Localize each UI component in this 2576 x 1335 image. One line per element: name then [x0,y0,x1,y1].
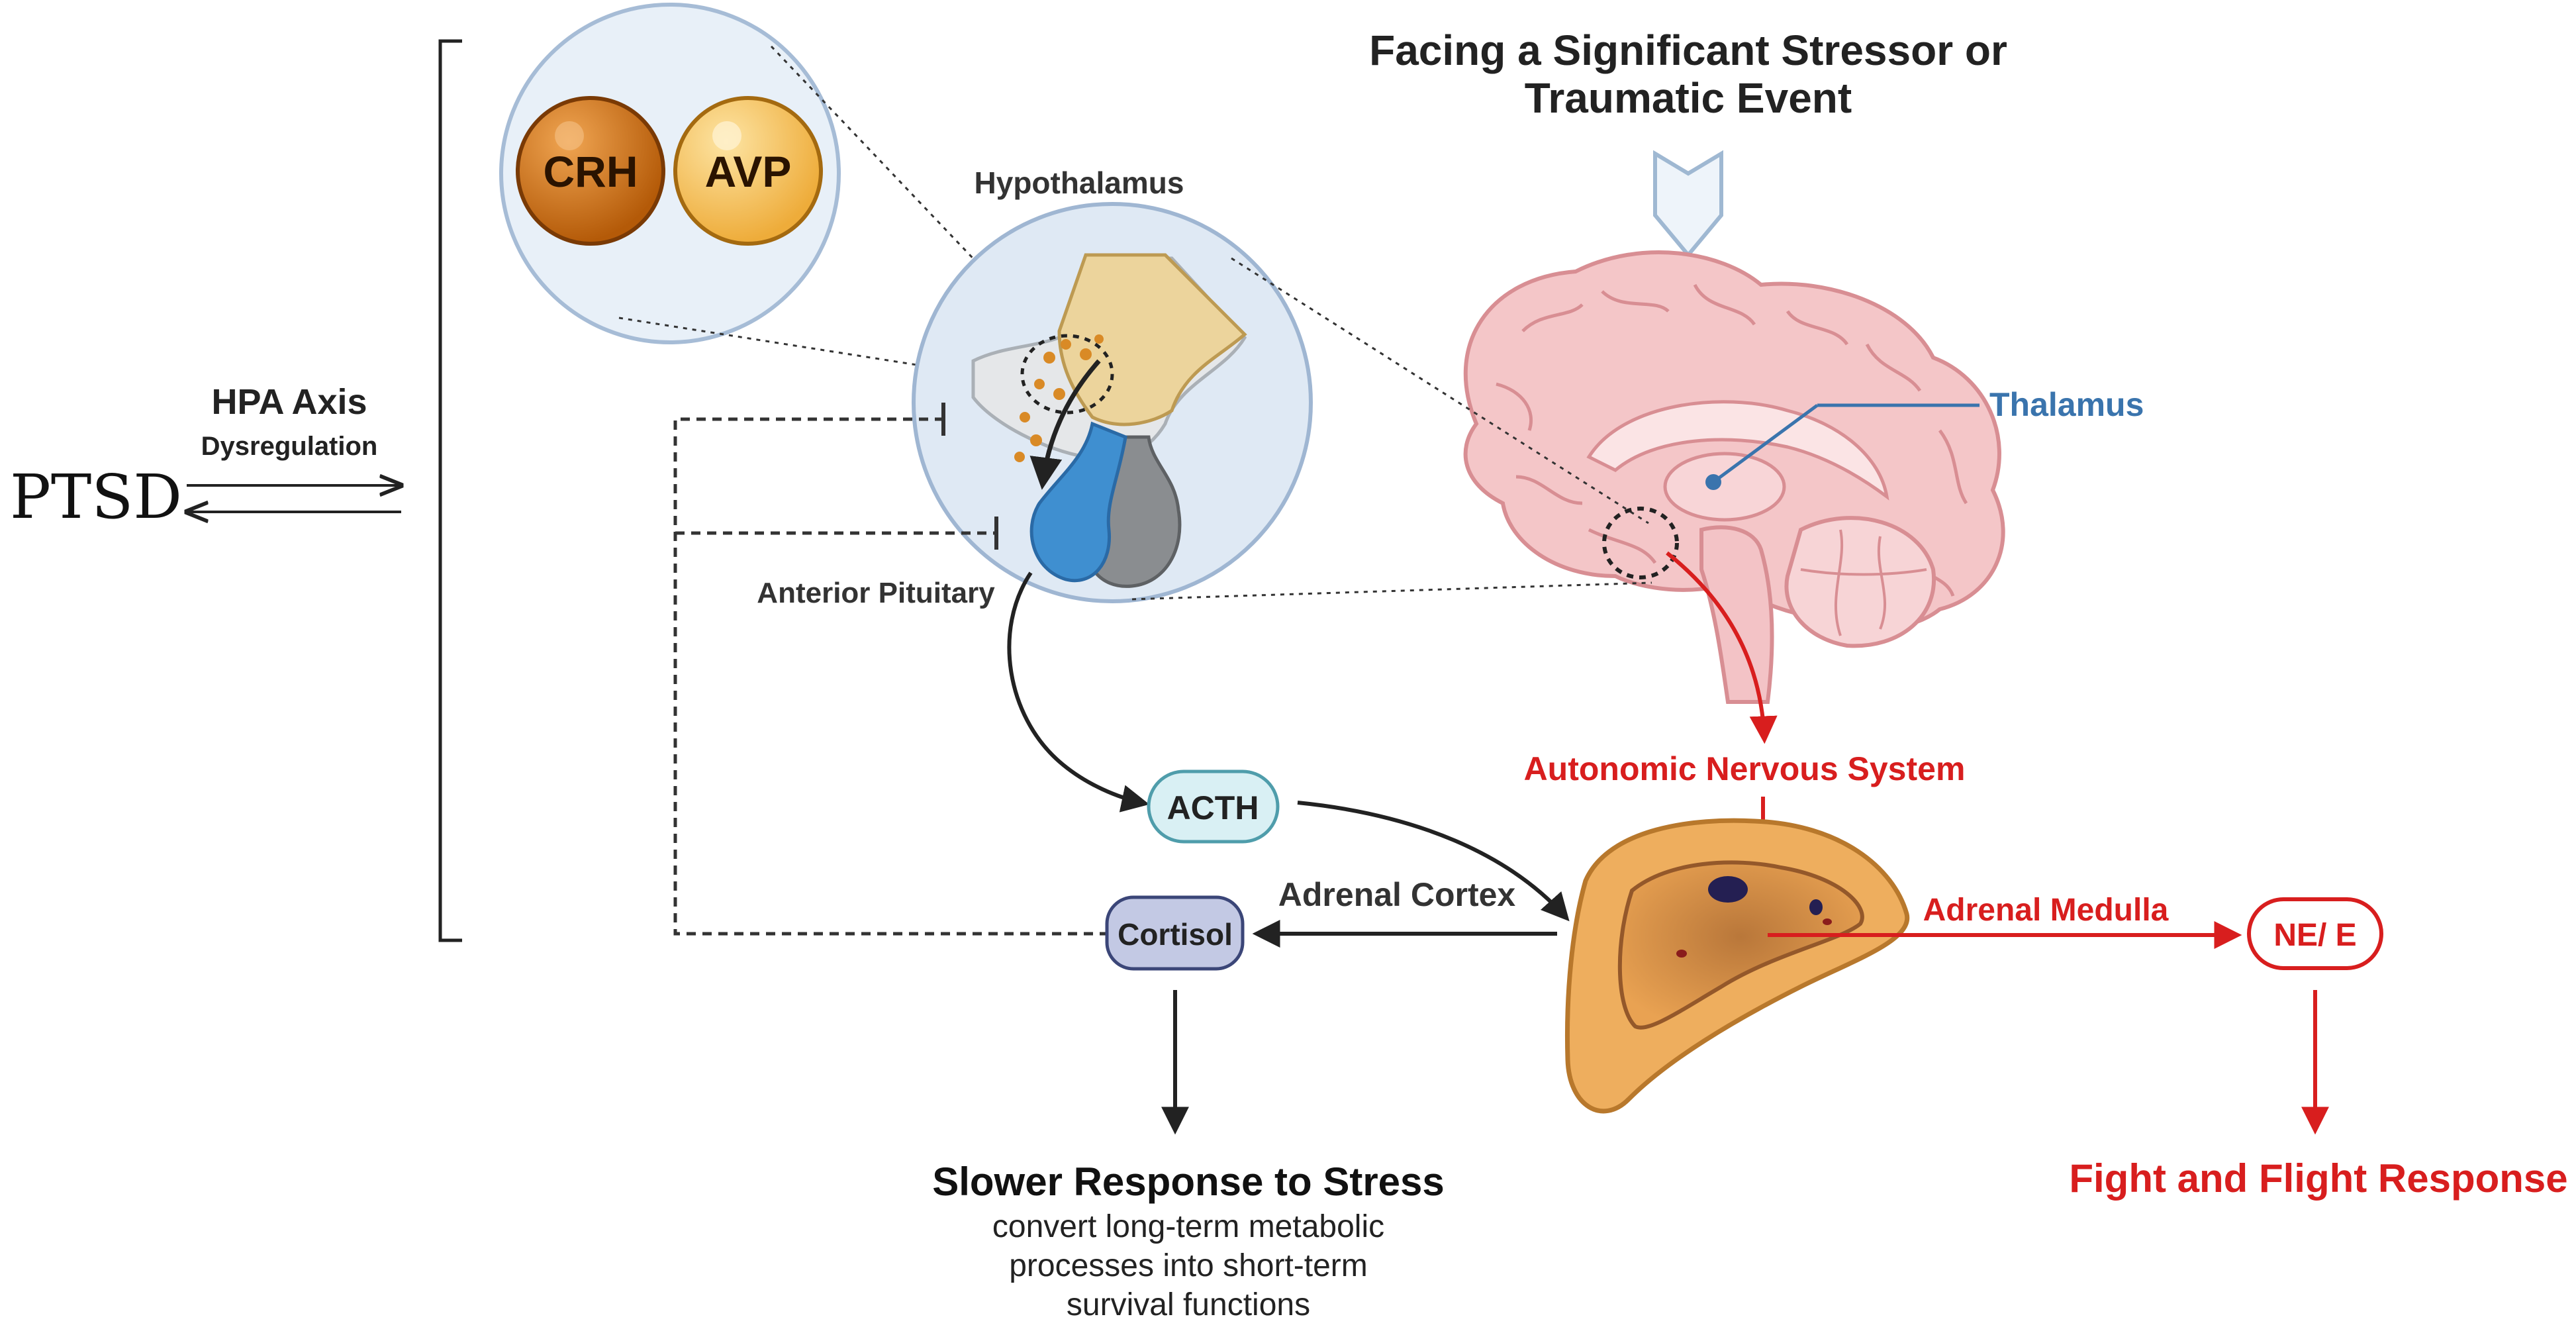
ne-e-label: NE/ E [2273,918,2356,953]
brain-zoom-guide-top [1231,257,1649,524]
medullary-vein-red [1676,950,1687,958]
medullary-vein-red-2 [1823,918,1832,925]
hormone-zoom-circle [499,3,841,344]
hpa-axis-label: HPA Axis [211,382,367,422]
thalamus-pointer-line [1712,403,1819,484]
title-line-1: Facing a Significant Stressor or [1369,26,2007,74]
anterior-pituitary-lobe [1029,421,1127,583]
brain-illustration [1463,250,2005,704]
slower-response-title: Slower Response to Stress [932,1160,1445,1204]
hypothalamus-nuclei [1057,253,1247,426]
adrenal-medulla-shape [1617,860,1864,1030]
slower-response-line-1: convert long-term metabolic [992,1209,1384,1244]
avp-molecule-highlight [712,121,741,150]
autonomic-nervous-system-label: Autonomic Nervous System [1524,750,1966,787]
avp-label: AVP [705,147,792,196]
crh-label: CRH [544,147,638,196]
feedback-dashed-main [673,417,1109,936]
thalamus-label: Thalamus [1989,386,2144,423]
adrenal-medulla-label: Adrenal Medulla [1923,893,2169,928]
fight-flight-title: Fight and Flight Response [2069,1156,2567,1201]
thalamus-region [1663,452,1786,522]
title-line-2: Traumatic Event [1525,74,1852,122]
hypothalamus-label: Hypothalamus [975,166,1184,200]
down-chevron-icon [1653,150,1723,258]
crh-molecule-highlight [555,121,584,150]
slower-response-line-2: processes into short-term [1009,1248,1368,1283]
dysregulation-label: Dysregulation [201,432,378,461]
brainstem [1699,525,1774,704]
pituitary-to-acth-arrow [1007,571,1150,813]
cortisol-label: Cortisol [1118,917,1233,952]
adrenal-gland [1564,818,1910,1114]
medullary-vein-large [1708,876,1748,903]
crh-molecule [516,96,665,246]
hormone-granules [1014,334,1104,476]
acth-box [1147,769,1280,844]
hpa-bracket [438,39,462,942]
cortisol-box [1105,895,1245,971]
anterior-pituitary-label: Anterior Pituitary [757,577,995,609]
brain-hypothalamus-highlight [1602,507,1679,579]
brain-zoom-guide-bottom [1131,581,1652,601]
avp-molecule [673,96,823,246]
thalamus-pointer-dot [1705,474,1721,490]
cerebellum-folia [1800,529,1927,636]
ptsd-label: PTSD [10,462,182,532]
ne-e-box [2247,897,2383,970]
corpus-callosum [1586,400,1889,501]
nucleus-highlight-circle [1020,334,1114,415]
slower-response-line-3: survival functions [1067,1287,1310,1322]
cerebellum [1784,516,1936,648]
brain-to-ans-arrow [1666,551,1778,744]
acth-label: ACTH [1167,789,1259,826]
acth-to-adrenal-arrow [1297,801,1570,922]
medullary-vein-small [1809,899,1823,915]
portal-arrow [1029,359,1101,490]
adrenal-cortex-label: Adrenal Cortex [1278,876,1516,913]
